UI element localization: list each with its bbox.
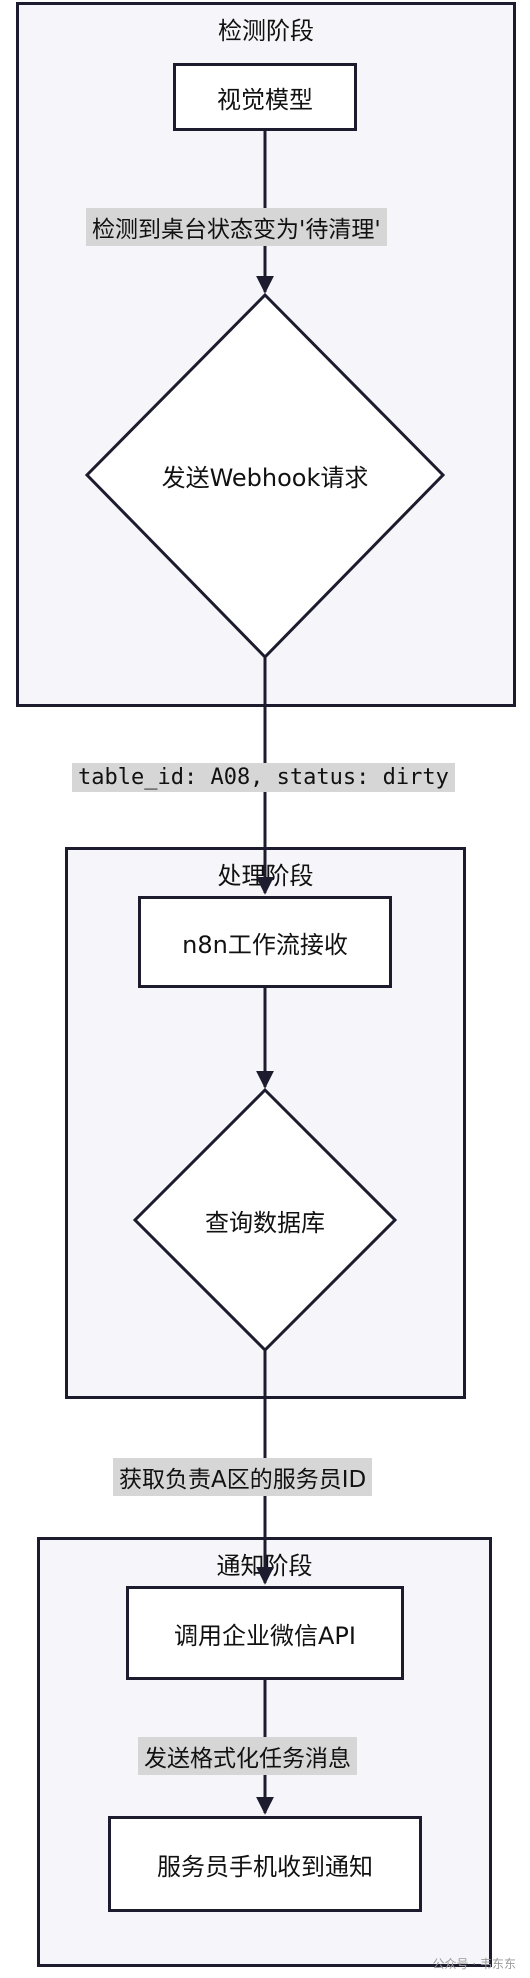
send-webhook-label: 发送Webhook请求 xyxy=(161,463,369,492)
edge-label-get-waiter: 获取负责A区的服务员ID xyxy=(113,1458,373,1496)
call-wecom-label: 调用企业微信API xyxy=(174,1621,356,1650)
edge-label-send-task: 发送格式化任务消息 xyxy=(138,1737,357,1775)
query-db-label: 查询数据库 xyxy=(205,1208,325,1237)
phone-notify-node: 服务员手机收到通知 xyxy=(108,1816,422,1912)
call-wecom-node: 调用企业微信API xyxy=(126,1586,404,1680)
n8n-receive-node: n8n工作流接收 xyxy=(138,896,392,988)
n8n-receive-label: n8n工作流接收 xyxy=(182,930,348,959)
vision-model-label: 视觉模型 xyxy=(217,85,313,114)
phone-notify-label: 服务员手机收到通知 xyxy=(157,1852,373,1881)
edge-label-payload: table_id: A08, status: dirty xyxy=(72,763,455,792)
watermark: 公众号 · 韦东东 xyxy=(432,1957,516,1971)
edge-label-detect-dirty: 检测到桌台状态变为'待清理' xyxy=(86,208,387,246)
detect-stage-title: 检测阶段 xyxy=(218,17,314,45)
vision-model-node: 视觉模型 xyxy=(173,63,357,131)
